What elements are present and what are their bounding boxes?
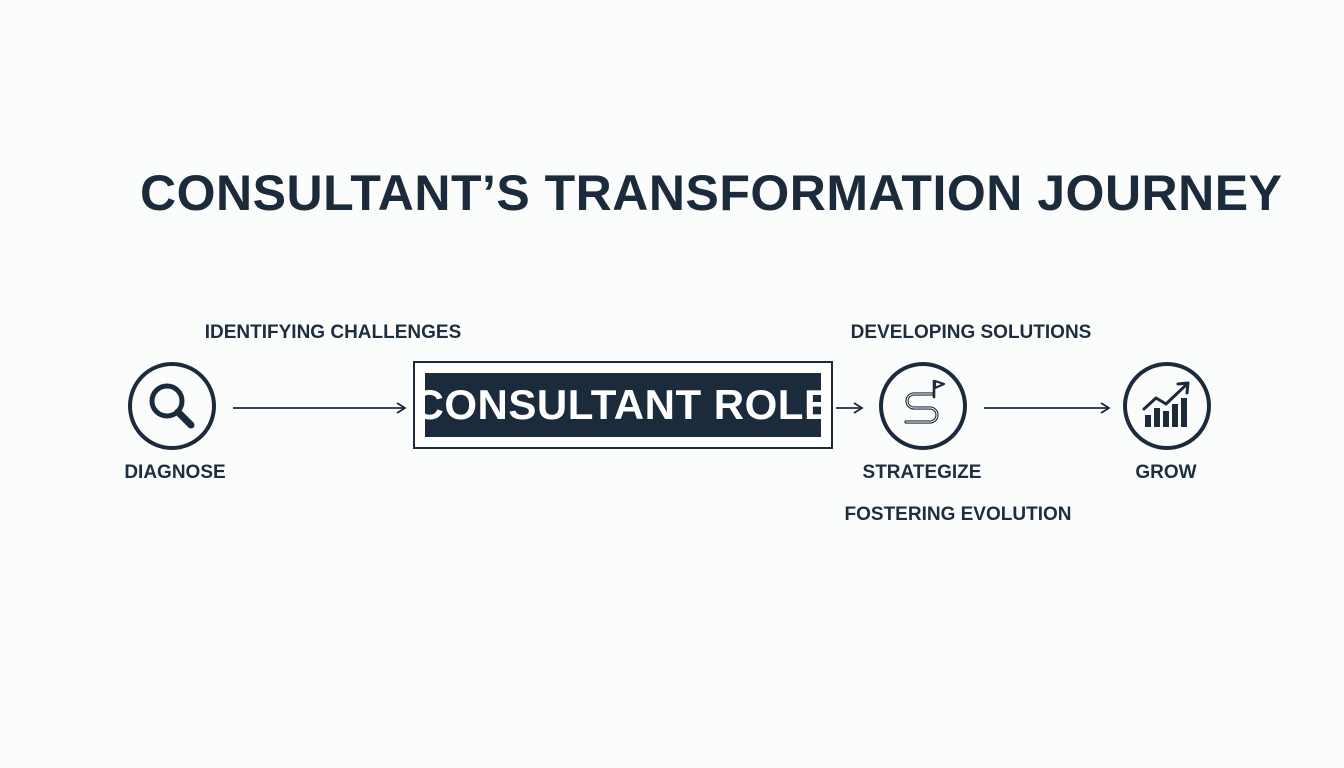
winding-path-flag-icon <box>878 361 968 451</box>
consultant-role-label: CONSULTANT ROLE <box>413 381 833 428</box>
diagram-title: CONSULTANT’S TRANSFORMATION JOURNEY <box>140 165 1283 221</box>
stage-label-diagnose: DIAGNOSE <box>124 462 226 483</box>
consultant-role-box: CONSULTANT ROLE <box>413 361 833 449</box>
stage-label-strategize: STRATEGIZE <box>862 462 982 483</box>
growth-chart-icon <box>1122 361 1212 451</box>
magnifier-icon <box>127 361 217 451</box>
annotation-identifying-challenges: IDENTIFYING CHALLENGES <box>204 322 462 343</box>
annotation-developing-solutions: DEVELOPING SOLUTIONS <box>850 322 1092 343</box>
consultant-role-panel: CONSULTANT ROLE <box>414 373 832 437</box>
stage-label-grow: GROW <box>1135 462 1197 483</box>
annotation-fostering-evolution: FOSTERING EVOLUTION <box>844 504 1072 525</box>
